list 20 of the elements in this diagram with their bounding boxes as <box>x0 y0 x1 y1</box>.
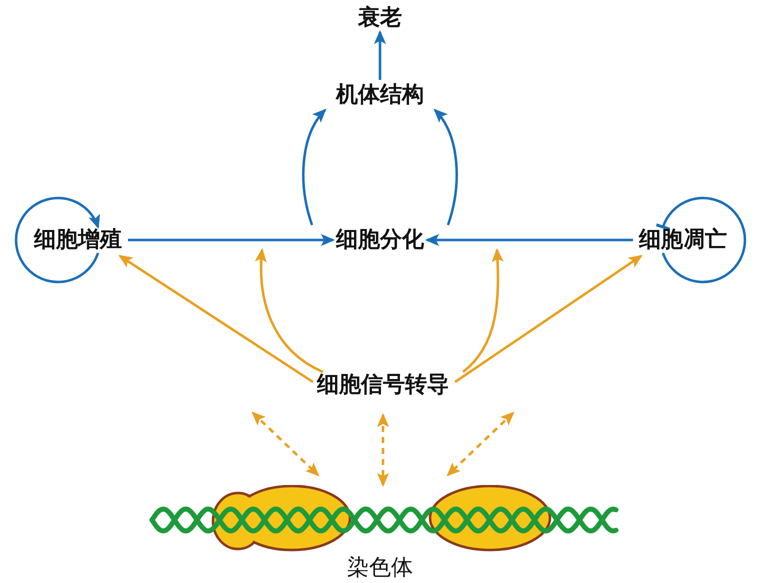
arrow <box>255 248 324 374</box>
arrow <box>118 254 314 384</box>
process-label: 细胞分化 <box>240 225 520 255</box>
process-label: 机体结构 <box>334 81 426 109</box>
double-arrow <box>377 413 389 487</box>
arrow <box>425 234 633 246</box>
arrow <box>462 248 504 373</box>
process-label: 衰老 <box>356 4 404 32</box>
arrow <box>128 234 335 246</box>
arrow <box>434 108 458 226</box>
process-label: 细胞增殖 <box>32 226 124 254</box>
arrow <box>374 30 386 80</box>
double-arrow <box>446 412 514 476</box>
arrow <box>14 196 100 284</box>
double-arrow <box>252 412 320 476</box>
arrow <box>302 108 326 226</box>
process-label: 细胞信号转导 <box>249 356 517 414</box>
arrow <box>454 254 643 384</box>
chromosome-caption: 染色体 <box>346 554 414 582</box>
process-label: 细胞凋亡 <box>637 226 729 254</box>
